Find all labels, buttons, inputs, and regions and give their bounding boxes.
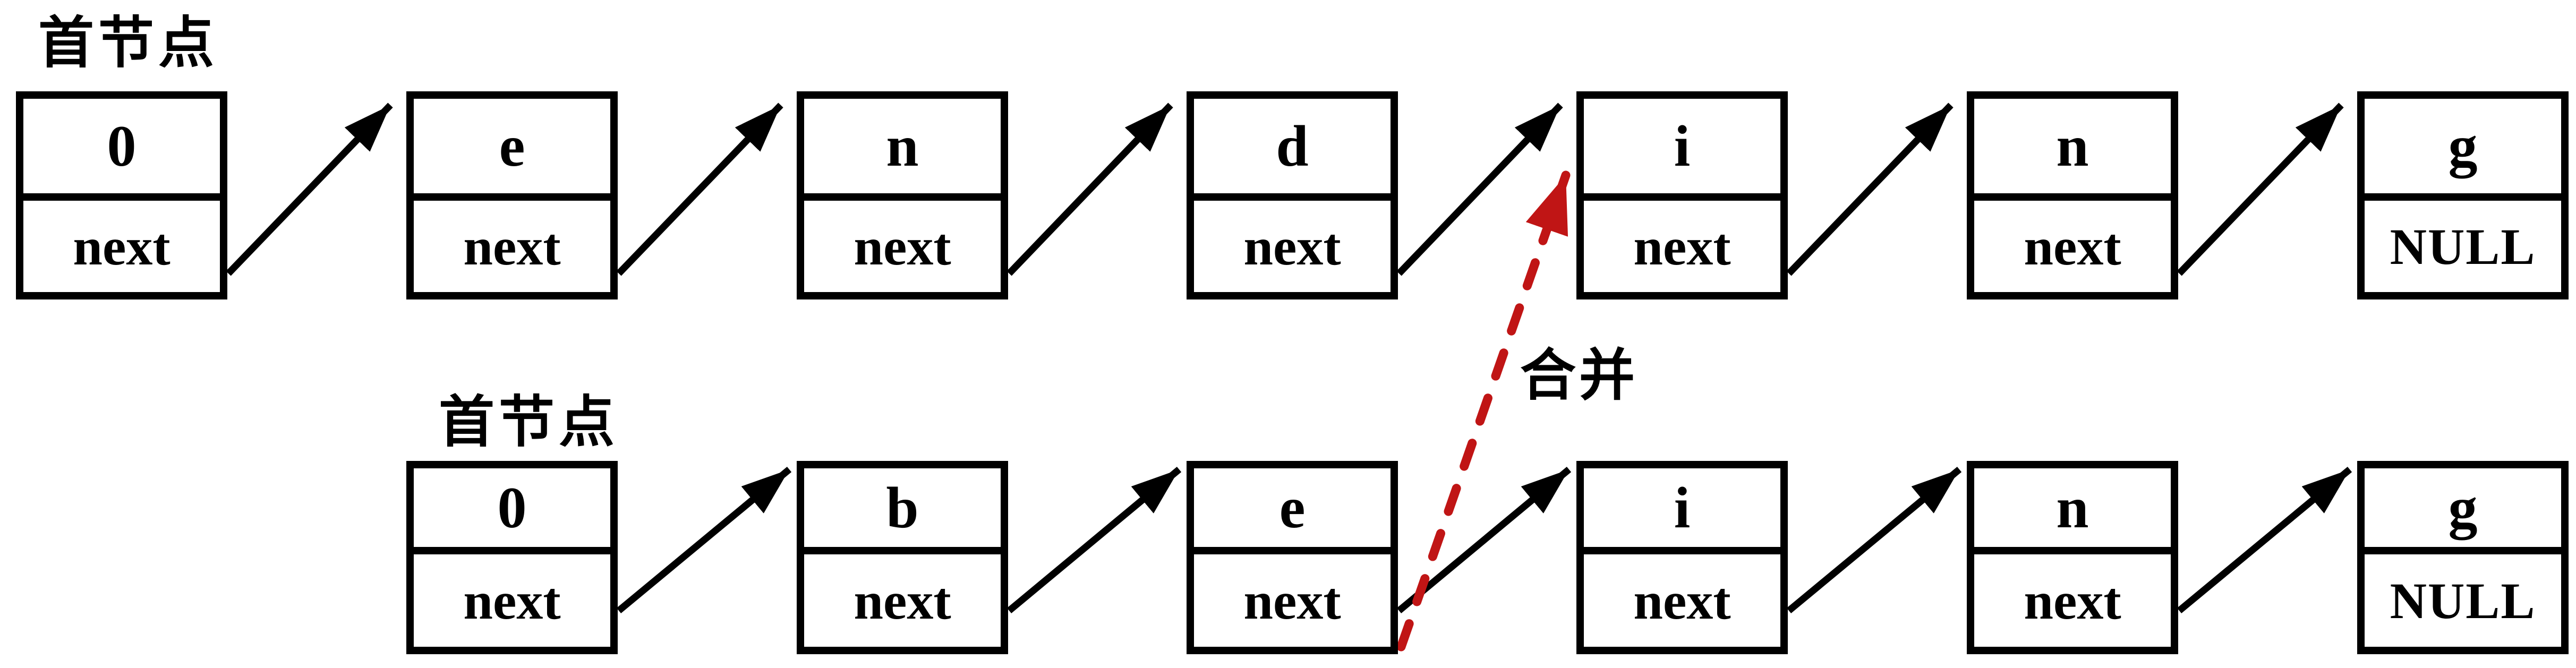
bottom-list-node-5: n next	[1967, 461, 2178, 654]
node-pointer-cell: next	[73, 217, 170, 276]
node-value-cell: e	[1194, 468, 1391, 554]
node-pointer-cell: next	[1243, 571, 1341, 630]
top-next-arrow-2	[616, 102, 783, 276]
node-value-cell: d	[1194, 99, 1391, 201]
node-pointer-cell: next	[1633, 217, 1731, 276]
node-pointer-cell: next	[2024, 217, 2121, 276]
top-next-arrow-1	[226, 102, 393, 276]
node-pointer-cell: next	[854, 571, 951, 630]
node-value-cell: g	[2365, 99, 2561, 201]
merge-dashed-arrow	[1396, 170, 1571, 652]
bottom-list-head-label: 首节点	[439, 391, 619, 453]
top-next-arrow-4	[1396, 102, 1563, 276]
node-value-cell: b	[804, 468, 1001, 554]
node-value-cell: e	[414, 99, 610, 201]
top-list-head-label: 首节点	[38, 12, 219, 74]
node-pointer-cell: NULL	[2390, 218, 2536, 275]
bottom-list-node-1: 0 next	[406, 461, 618, 654]
node-value-cell: g	[2365, 468, 2561, 554]
top-next-arrow-3	[1006, 102, 1173, 276]
node-value-cell: 0	[23, 99, 220, 201]
top-list-node-1: 0 next	[16, 91, 227, 299]
node-pointer-cell: next	[1633, 571, 1731, 630]
top-list-node-6: n next	[1967, 91, 2178, 299]
top-list-node-5: i next	[1576, 91, 1788, 299]
bottom-list-node-2: b next	[797, 461, 1008, 654]
node-pointer-cell: next	[463, 217, 561, 276]
top-next-arrow-5	[1786, 102, 1954, 276]
bottom-list-node-3: e next	[1187, 461, 1398, 654]
node-value-cell: 0	[414, 468, 610, 554]
bottom-next-arrow-5	[2177, 466, 2352, 614]
top-list-node-3: n next	[797, 91, 1008, 299]
node-value-cell: n	[804, 99, 1001, 201]
node-pointer-cell: next	[1243, 217, 1341, 276]
node-pointer-cell: next	[854, 217, 951, 276]
node-pointer-cell: next	[2024, 571, 2121, 630]
bottom-next-arrow-3	[1396, 467, 1572, 613]
merge-label: 合并	[1520, 345, 1639, 407]
node-value-cell: n	[1974, 99, 2171, 201]
top-next-arrow-6	[2177, 102, 2344, 276]
bottom-next-arrow-1	[616, 466, 792, 614]
bottom-next-arrow-2	[1006, 467, 1182, 613]
bottom-next-arrow-4	[1786, 466, 1962, 614]
top-list-node-2: e next	[406, 91, 618, 299]
node-pointer-cell: next	[463, 571, 561, 630]
bottom-list-node-4: i next	[1576, 461, 1788, 654]
node-pointer-cell: NULL	[2390, 572, 2536, 629]
top-list-node-4: d next	[1187, 91, 1398, 299]
node-value-cell: i	[1584, 468, 1780, 554]
node-value-cell: n	[1974, 468, 2171, 554]
node-value-cell: i	[1584, 99, 1780, 201]
